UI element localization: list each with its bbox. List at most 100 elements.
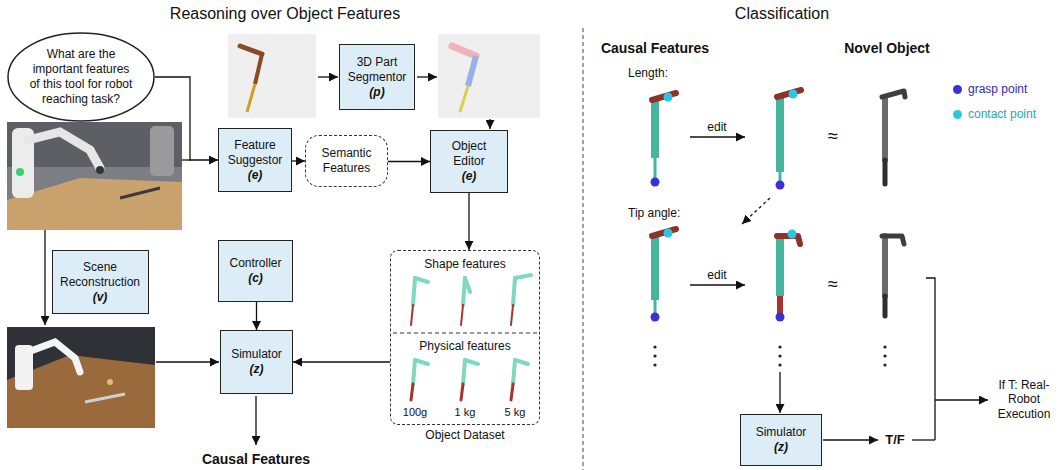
node-label: Semantic Features bbox=[314, 146, 379, 176]
dataset-tool-sketch bbox=[511, 305, 513, 325]
feature-tool bbox=[777, 236, 800, 244]
feature-tool bbox=[664, 93, 673, 102]
dataset-tool-sketch bbox=[511, 384, 513, 400]
section-title: Reasoning over Object Features bbox=[170, 4, 400, 23]
mass-label: 100g bbox=[403, 406, 427, 419]
mass-label: 1 kg bbox=[455, 406, 476, 419]
robot-photo bbox=[150, 126, 174, 176]
continuation-dots bbox=[653, 345, 656, 348]
tool-image bbox=[255, 54, 262, 84]
approx-sign: ≈ bbox=[828, 126, 838, 148]
simulated-scene bbox=[28, 342, 80, 372]
simulated-scene bbox=[7, 327, 155, 428]
mass-label: 5 kg bbox=[505, 406, 526, 419]
layout-arrow bbox=[45, 77, 988, 445]
feature-tool bbox=[776, 236, 784, 296]
feature-tool bbox=[789, 90, 798, 99]
module-symbol: (v) bbox=[93, 290, 108, 305]
node-label: Controller bbox=[229, 256, 281, 271]
continuation-dots bbox=[778, 354, 781, 357]
section-title: Classification bbox=[735, 4, 829, 23]
node-label: Object Dataset bbox=[391, 428, 539, 443]
layout-arrow bbox=[690, 136, 745, 137]
layout-arrow bbox=[690, 284, 745, 285]
robot-photo bbox=[16, 168, 24, 176]
node-label: Physical features bbox=[391, 339, 539, 354]
process-box: Simulator(z) bbox=[740, 414, 822, 466]
robot-photo bbox=[7, 122, 182, 230]
module-symbol: (e) bbox=[462, 169, 477, 184]
dataset-tool-sketch bbox=[513, 360, 515, 384]
feature-tool bbox=[776, 313, 785, 322]
novel-object bbox=[882, 236, 888, 296]
dataset-tool-sketch bbox=[513, 278, 515, 305]
flow-arrow bbox=[293, 361, 390, 362]
layout-arrow bbox=[779, 372, 780, 413]
segmented-tool-image bbox=[452, 46, 476, 56]
novel-object bbox=[882, 97, 888, 160]
node-label: What are the important features of this … bbox=[27, 47, 135, 107]
tool-image bbox=[228, 34, 316, 118]
legend-item: grasp point bbox=[953, 82, 1027, 96]
novel-object bbox=[882, 91, 905, 316]
question-bubble: What are the important features of this … bbox=[7, 32, 155, 122]
simulated-scene bbox=[7, 327, 155, 428]
dataset-tool-sketch bbox=[515, 360, 528, 364]
node-label: Scene Reconstruction bbox=[58, 260, 143, 290]
segmented-tool-image bbox=[468, 56, 476, 86]
legend-swatch bbox=[953, 85, 962, 94]
dataset-divider bbox=[393, 333, 537, 334]
dataset-group: Shape featuresPhysical featuresObject Da… bbox=[390, 250, 540, 425]
module-symbol: (z) bbox=[250, 362, 264, 377]
ellipse-outline bbox=[8, 33, 154, 121]
layout-arrow bbox=[823, 439, 878, 440]
dataset-tool-sketch bbox=[415, 360, 428, 364]
dataset-tool-sketch bbox=[461, 305, 463, 325]
layout-arrow bbox=[156, 361, 219, 362]
feature-tool bbox=[776, 97, 784, 172]
legend-item: contact point bbox=[953, 107, 1036, 121]
edit-label: edit bbox=[707, 268, 726, 282]
dataset-tool-sketch bbox=[413, 360, 415, 384]
segmented-tool-image bbox=[438, 34, 540, 118]
module-symbol: (p) bbox=[369, 85, 384, 100]
layout-arrow bbox=[926, 278, 935, 440]
tool-image bbox=[228, 34, 316, 118]
data-box: Semantic Features bbox=[305, 135, 388, 187]
process-box: Simulator(z) bbox=[220, 330, 293, 394]
node-label: Object Editor bbox=[436, 139, 502, 169]
flow-arrow bbox=[292, 160, 305, 161]
layout-arrow bbox=[44, 230, 45, 325]
dataset-tool-sketch bbox=[461, 384, 463, 400]
node-label: Shape features bbox=[391, 257, 539, 272]
simulated-scene bbox=[107, 379, 113, 385]
tool-image bbox=[247, 84, 255, 112]
approx-sign: ≈ bbox=[828, 274, 838, 296]
tool-image bbox=[240, 46, 262, 54]
legend-label: grasp point bbox=[968, 82, 1027, 96]
feature-tool bbox=[788, 230, 797, 239]
continuation-dots bbox=[778, 363, 781, 366]
dataset-tool-sketch bbox=[415, 278, 428, 282]
feature-tool bbox=[651, 178, 660, 187]
node-label: Feature Suggestor bbox=[224, 138, 286, 168]
layout-arrow bbox=[742, 198, 770, 224]
legend-label: contact point bbox=[968, 107, 1036, 121]
flow-arrow bbox=[468, 193, 469, 250]
process-box: Object Editor(e) bbox=[430, 130, 508, 193]
edit-label: edit bbox=[707, 120, 726, 134]
section-divider bbox=[583, 28, 584, 470]
layout-arrow bbox=[489, 119, 490, 129]
segmented-tool-image bbox=[460, 86, 468, 112]
continuation-dots bbox=[883, 345, 886, 348]
robot-photo bbox=[7, 122, 182, 230]
continuation-dots bbox=[883, 363, 886, 366]
continuation-dots bbox=[883, 354, 886, 357]
layout-arrow bbox=[912, 439, 935, 440]
module-symbol: (z) bbox=[774, 440, 788, 455]
flow-arrow bbox=[256, 302, 257, 330]
module-symbol: (c) bbox=[248, 271, 263, 286]
flow-arrow bbox=[388, 161, 430, 162]
node-label: Simulator bbox=[756, 425, 807, 440]
